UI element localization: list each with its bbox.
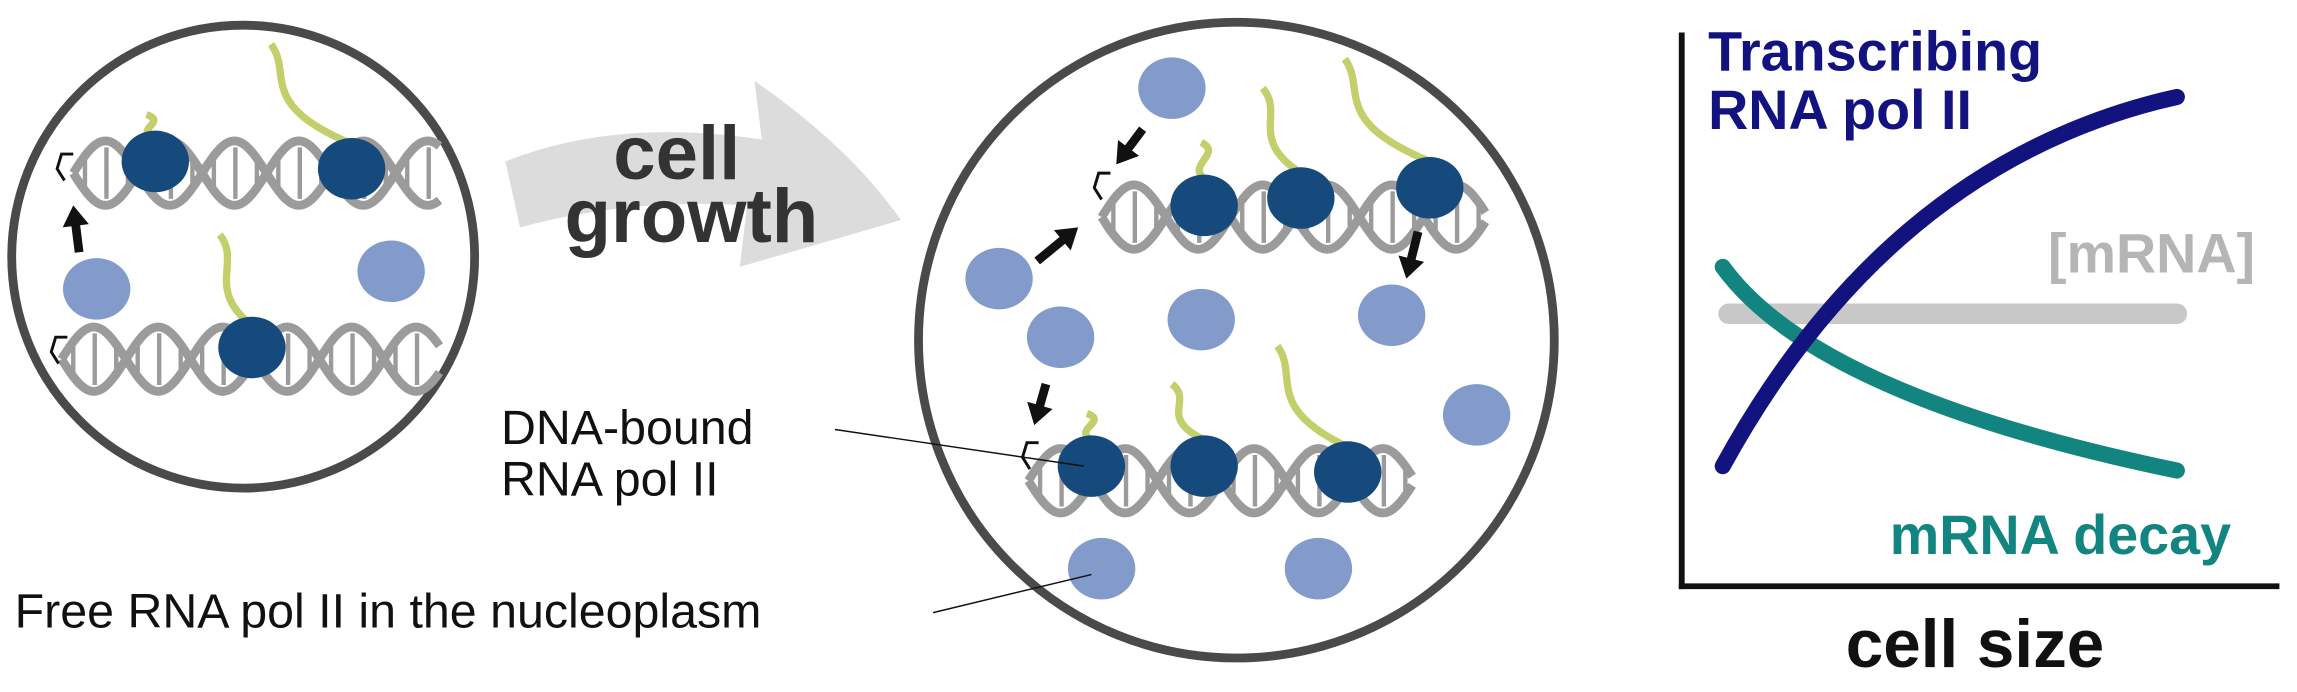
dna-bound-pol xyxy=(1170,435,1238,497)
mrna-tail xyxy=(1259,85,1303,177)
mrna-decay-curve xyxy=(1714,258,2185,479)
mrna-tail xyxy=(1195,139,1212,182)
mrna-decay-label: mRNA decay xyxy=(1890,504,2231,566)
dna-bound-label-1: DNA-bound xyxy=(501,401,754,455)
free-pol xyxy=(1026,306,1095,368)
promoter-arrow-icon xyxy=(55,152,74,182)
promoter-arrow-icon xyxy=(49,335,68,365)
movement-arrow-head xyxy=(1053,227,1079,251)
large-cell-outline xyxy=(914,17,1559,663)
cell-growth-label-2: growth xyxy=(565,174,819,259)
dna-bound-pol xyxy=(1314,441,1382,503)
cell-size-label: cell size xyxy=(1846,607,2104,682)
mrna-tail xyxy=(1274,343,1350,451)
promoter-arrow-icon xyxy=(1092,171,1111,201)
free-pol xyxy=(62,258,131,320)
mrna-tail xyxy=(1169,381,1206,444)
free-pol xyxy=(1284,537,1353,600)
dna-bound-pol xyxy=(121,130,189,193)
promoter-arrow-icon xyxy=(1020,441,1039,470)
movement-arrow-head xyxy=(1027,401,1053,426)
dna-bound-label-2: RNA pol II xyxy=(501,452,719,506)
free-pol xyxy=(965,247,1033,310)
transcribing-label-1: Transcribing xyxy=(1708,21,2042,83)
free-pol xyxy=(1442,384,1511,446)
transcribing-curve xyxy=(1714,88,2185,475)
dna-bound-pol xyxy=(1057,435,1126,497)
dna-bound-pol xyxy=(317,137,386,200)
dna-bound-pol xyxy=(1267,167,1335,229)
dna-bound-leader xyxy=(834,428,1085,467)
dna-bound-pol xyxy=(1396,157,1464,219)
free-pol xyxy=(1357,284,1426,346)
transcribing-label-2: RNA pol II xyxy=(1708,79,1972,141)
free-pol-leader xyxy=(932,573,1092,614)
growth-arrow xyxy=(505,80,901,267)
movement-arrow-head xyxy=(1116,140,1140,165)
mrna-label: [mRNA] xyxy=(2048,223,2255,285)
free-pol xyxy=(1138,57,1206,119)
free-pol xyxy=(1167,288,1235,351)
mrna-tail xyxy=(267,42,353,148)
dna-bound-pol xyxy=(218,316,286,379)
mrna-tail xyxy=(1341,56,1432,165)
cell-growth-label-1: cell xyxy=(613,111,740,196)
free-pol-label: Free RNA pol II in the nucleoplasm xyxy=(15,584,762,638)
free-pol xyxy=(1067,537,1136,600)
movement-arrow-head xyxy=(62,205,89,228)
dna-bound-pol xyxy=(1170,174,1238,237)
movement-arrow-head xyxy=(1398,255,1425,279)
free-pol xyxy=(357,240,425,303)
mrna-tail xyxy=(216,232,255,329)
small-cell-outline xyxy=(7,20,480,493)
